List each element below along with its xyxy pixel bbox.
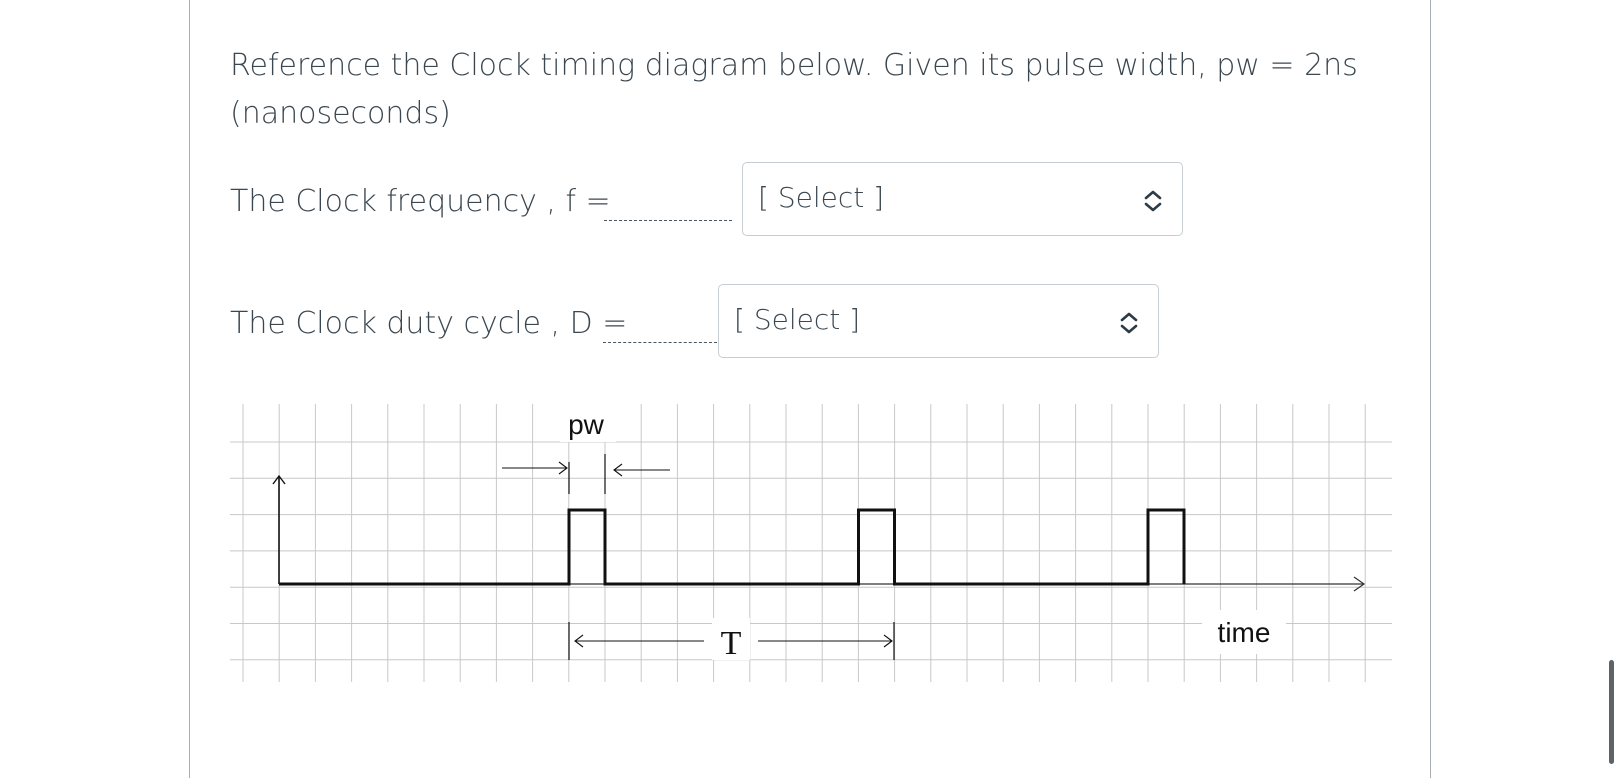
duty-cycle-select-value: [ Select ] — [734, 303, 861, 336]
duty-cycle-select[interactable]: [ Select ] — [718, 284, 1159, 358]
amplitude-axis-arrowhead — [272, 474, 286, 485]
pw-label-bg — [560, 404, 616, 442]
frequency-select-value: [ Select ] — [758, 181, 885, 214]
question-prompt: Reference the Clock timing diagram below… — [230, 48, 1358, 131]
frequency-blank — [604, 220, 732, 221]
question-card — [189, 0, 1431, 778]
period-label: T — [721, 625, 742, 662]
chevron-up-down-icon — [1144, 190, 1162, 212]
frequency-select[interactable]: [ Select ] — [742, 162, 1183, 236]
time-axis-arrowhead — [1353, 576, 1366, 592]
pw-right-arrowhead — [613, 463, 623, 477]
clock-timing-diagram: pw T time — [230, 404, 1392, 682]
chevron-up-down-icon — [1120, 312, 1138, 334]
page-scrollbar[interactable] — [1609, 660, 1614, 764]
period-label-bg — [712, 618, 750, 660]
period-right-arrowhead — [883, 634, 893, 648]
pw-label: pw — [568, 409, 605, 440]
frequency-label: The Clock frequency , f = — [230, 184, 611, 219]
time-label-bg — [1202, 610, 1286, 654]
duty-cycle-label: The Clock duty cycle , D = — [230, 306, 628, 341]
duty-cycle-blank — [603, 342, 717, 343]
time-label: time — [1218, 617, 1271, 648]
pw-left-arrowhead — [558, 461, 568, 475]
period-left-arrowhead — [574, 634, 584, 648]
clock-signal — [279, 508, 1186, 586]
